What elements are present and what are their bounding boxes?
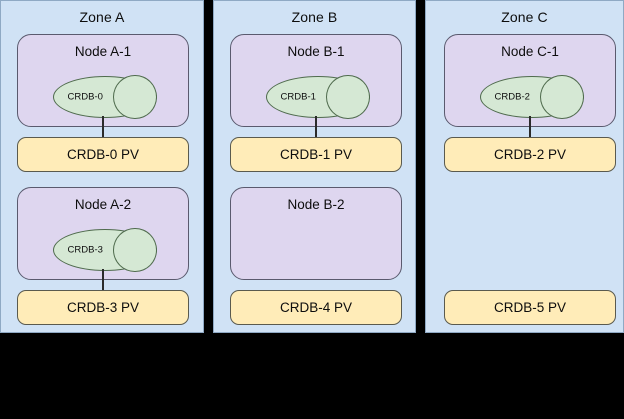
zone-panel-c: Zone C Node C-1 CRDB-2 CRDB-2 PV CRDB-5 …	[425, 0, 624, 333]
pv-box-crdb-5[interactable]: CRDB-5 PV	[444, 290, 616, 325]
pv-box-crdb-4[interactable]: CRDB-4 PV	[230, 290, 402, 325]
connector-crdb-2-to-pv	[529, 116, 531, 138]
pv-box-crdb-2[interactable]: CRDB-2 PV	[444, 137, 616, 172]
node-label-a-1: Node A-1	[74, 44, 132, 59]
node-box-b-2[interactable]: Node B-2	[230, 187, 402, 280]
pod-cylinder-cap	[113, 75, 157, 119]
pv-box-crdb-1[interactable]: CRDB-1 PV	[230, 137, 402, 172]
node-box-b-1[interactable]: Node B-1 CRDB-1	[230, 34, 402, 127]
pv-label-crdb-3: CRDB-3 PV	[66, 300, 139, 315]
pod-cylinder-cap	[326, 75, 370, 119]
pv-box-crdb-0[interactable]: CRDB-0 PV	[17, 137, 189, 172]
connector-crdb-0-to-pv	[102, 116, 104, 138]
node-label-a-2: Node A-2	[74, 197, 132, 212]
pod-cylinder-cap	[113, 228, 157, 272]
zone-panel-b: Zone B Node B-1 CRDB-1 CRDB-1 PV Node B-…	[213, 0, 416, 333]
zone-title-a: Zone A	[79, 9, 125, 25]
pod-label-crdb-1: CRDB-1	[280, 91, 316, 103]
pv-label-crdb-4: CRDB-4 PV	[279, 300, 352, 315]
pv-label-crdb-0: CRDB-0 PV	[66, 147, 139, 162]
pod-crdb-1[interactable]: CRDB-1	[266, 75, 370, 119]
zone-panel-a: Zone A Node A-1 CRDB-0 CRDB-0 PV Node A-…	[0, 0, 204, 333]
pv-label-crdb-2: CRDB-2 PV	[493, 147, 566, 162]
pv-box-crdb-3[interactable]: CRDB-3 PV	[17, 290, 189, 325]
zone-title-c: Zone C	[501, 9, 548, 25]
pod-label-crdb-3: CRDB-3	[67, 244, 103, 256]
pod-label-crdb-2: CRDB-2	[494, 91, 530, 103]
node-label-b-1: Node B-1	[287, 44, 345, 59]
pv-label-crdb-1: CRDB-1 PV	[279, 147, 352, 162]
connector-crdb-1-to-pv	[315, 116, 317, 138]
pod-crdb-2[interactable]: CRDB-2	[480, 75, 584, 119]
node-label-b-2: Node B-2	[287, 197, 345, 212]
node-box-a-2[interactable]: Node A-2 CRDB-3	[17, 187, 189, 280]
pod-crdb-3[interactable]: CRDB-3	[53, 228, 157, 272]
connector-crdb-3-to-pv	[102, 269, 104, 291]
pod-crdb-0[interactable]: CRDB-0	[53, 75, 157, 119]
pv-label-crdb-5: CRDB-5 PV	[493, 300, 566, 315]
pod-label-crdb-0: CRDB-0	[67, 91, 103, 103]
zone-title-b: Zone B	[291, 9, 338, 25]
node-box-c-1[interactable]: Node C-1 CRDB-2	[444, 34, 616, 127]
node-box-a-1[interactable]: Node A-1 CRDB-0	[17, 34, 189, 127]
pod-cylinder-cap	[540, 75, 584, 119]
node-label-c-1: Node C-1	[501, 44, 559, 59]
